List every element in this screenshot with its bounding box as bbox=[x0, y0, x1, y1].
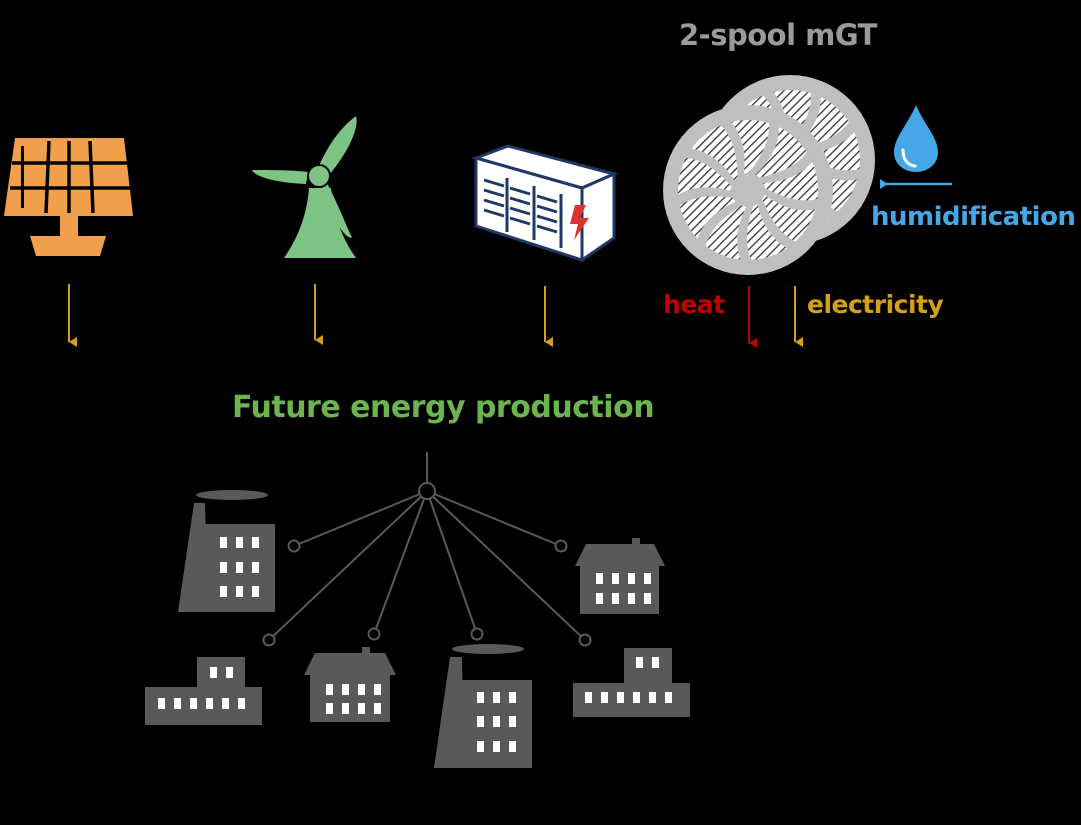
electricity-label: electricity bbox=[807, 290, 944, 319]
mgt-title: 2-spool mGT bbox=[679, 18, 877, 52]
factory-icon bbox=[434, 644, 532, 768]
wind-turbine-icon bbox=[252, 116, 357, 258]
micro-gas-turbine-icon bbox=[663, 75, 875, 275]
factory-icon bbox=[178, 490, 275, 612]
heat-label: heat bbox=[663, 290, 725, 319]
house-icon bbox=[304, 647, 396, 722]
solar-panel-icon bbox=[4, 138, 133, 256]
house-icon bbox=[575, 538, 665, 614]
flow-arrows bbox=[68, 284, 803, 348]
distribution-network bbox=[262, 452, 592, 647]
low-factory-icon bbox=[145, 657, 262, 725]
low-factory-icon bbox=[573, 648, 690, 717]
water-drop-icon bbox=[894, 105, 938, 172]
future-energy-title: Future energy production bbox=[232, 390, 655, 425]
humidification-label: humidification bbox=[871, 202, 1076, 232]
battery-container-icon bbox=[471, 144, 619, 263]
